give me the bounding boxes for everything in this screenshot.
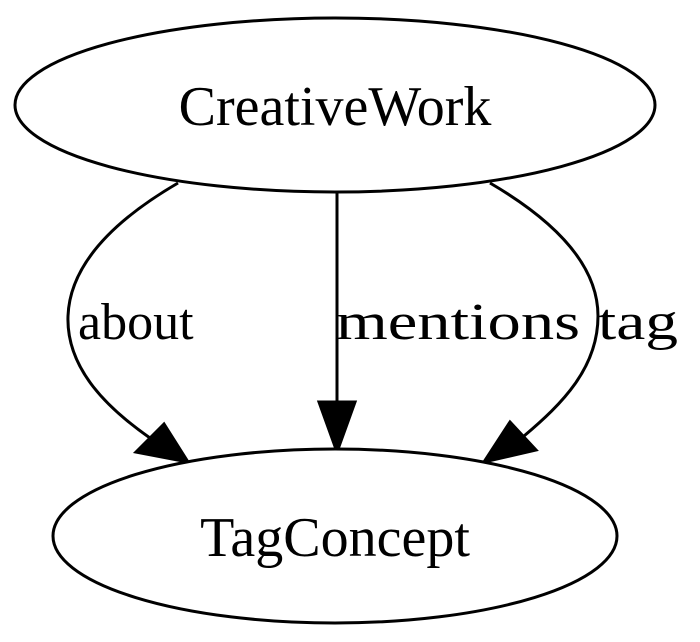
edge-about-line (66, 181, 179, 440)
edge-about-label: about (78, 294, 194, 351)
edge-tag (480, 181, 600, 465)
edge-mentions-label: mentions (336, 294, 580, 351)
edge-about (66, 181, 192, 465)
edge-mentions (316, 193, 358, 457)
node-tag-concept: TagConcept (51, 447, 619, 625)
node-creative-work: CreativeWork (13, 16, 657, 194)
node-creative-work-label: CreativeWork (179, 76, 492, 138)
edge-tag-label: tag (598, 294, 678, 351)
edge-about-arrowhead (132, 421, 192, 465)
node-creative-work-shape (13, 16, 657, 194)
edge-tag-line (489, 181, 600, 438)
edge-mentions-arrowhead (316, 400, 358, 457)
node-tag-concept-shape (51, 447, 619, 625)
edge-tag-arrowhead (480, 419, 539, 465)
node-tag-concept-label: TagConcept (200, 507, 470, 569)
